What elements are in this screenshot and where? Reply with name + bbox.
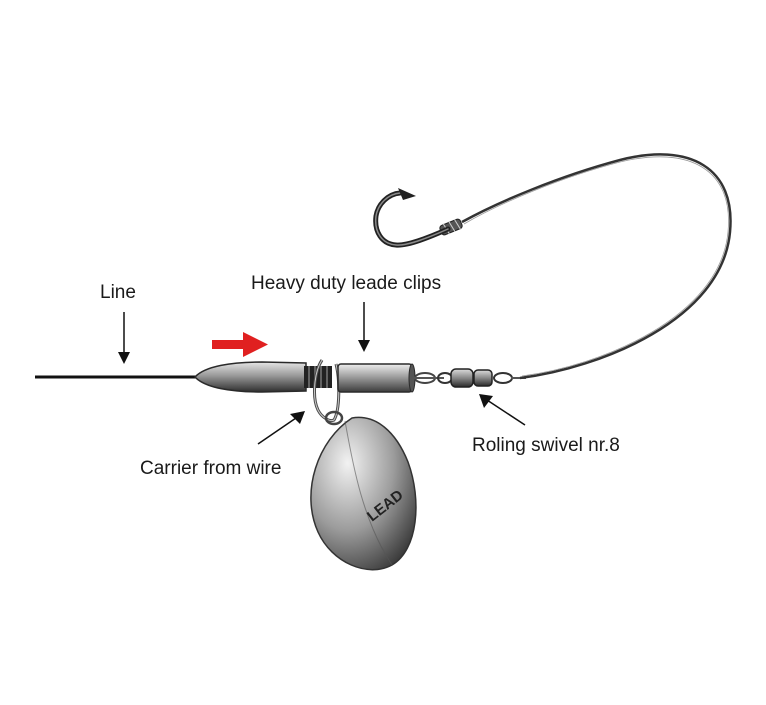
rolling-swivel: [437, 368, 526, 388]
pointer-arrow-swivel: [479, 394, 526, 426]
pointer-arrow-line: [118, 312, 130, 364]
label-swivel: Roling swivel nr.8: [472, 435, 620, 456]
pointer-arrow-clips: [358, 302, 370, 352]
direction-arrow-icon: [212, 332, 268, 357]
pointer-arrow-carrier: [257, 411, 305, 445]
label-clips: Heavy duty leade clips: [251, 273, 442, 294]
clip-cone: [193, 361, 307, 393]
clip-tube: [337, 363, 413, 393]
label-line: Line: [100, 282, 136, 303]
label-carrier: Carrier from wire: [140, 458, 282, 479]
lead-weight: [310, 410, 417, 571]
hook-icon: [373, 188, 451, 248]
hook-leader: [461, 153, 732, 380]
